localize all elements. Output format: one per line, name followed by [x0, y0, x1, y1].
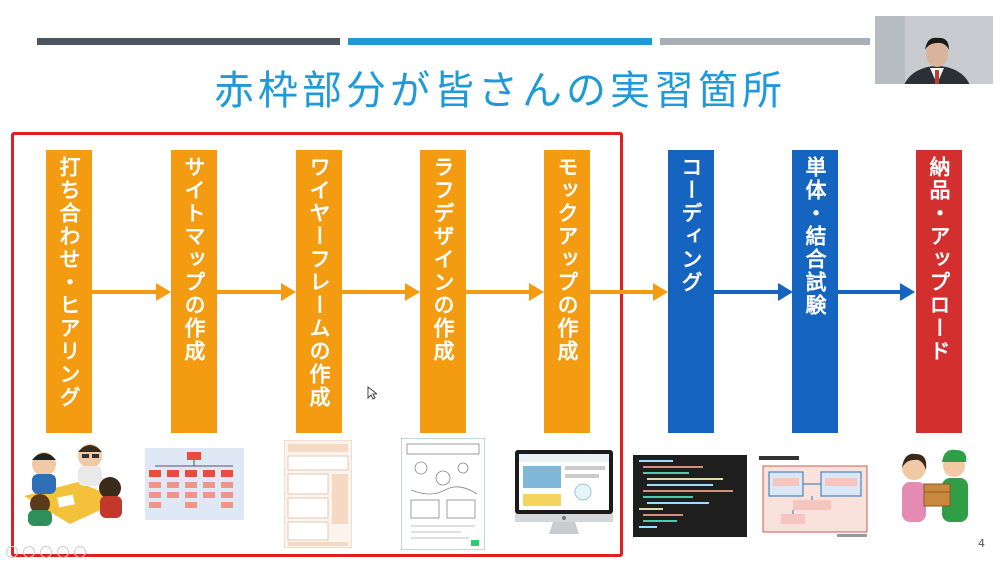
step-label: 納品・アップロード [927, 156, 951, 363]
step-label: 単体・結合試験 [803, 156, 827, 317]
arrow-6 [714, 283, 793, 301]
mockup-monitor-thumbnail [515, 450, 613, 534]
more-icon[interactable] [74, 546, 86, 558]
top-bar-dark [37, 38, 340, 45]
step-label: ワイヤーフレームの作成 [307, 156, 331, 409]
arrow-1 [92, 283, 171, 301]
delivery-illustration [902, 449, 968, 522]
arrow-5 [590, 283, 668, 301]
presenter-icon [875, 16, 993, 84]
arrow-7 [838, 283, 915, 301]
sitemap-thumbnail [145, 448, 244, 520]
next-slide-icon[interactable] [23, 546, 35, 558]
presenter-webcam [875, 16, 993, 84]
mouse-cursor-icon [367, 386, 377, 400]
step-sitemap: サイトマップの作成 [171, 150, 217, 433]
step-wireframe: ワイヤーフレームの作成 [296, 150, 342, 433]
wireframe-thumbnail [284, 440, 352, 548]
step-hearing: 打ち合わせ・ヒアリング [46, 150, 92, 433]
step-mockup: モックアップの作成 [544, 150, 590, 433]
arrow-2 [216, 283, 296, 301]
page-number: 4 [978, 537, 985, 550]
prev-slide-icon[interactable] [6, 546, 18, 558]
test-diagram-thumbnail [757, 454, 871, 540]
step-label: 打ち合わせ・ヒアリング [57, 156, 81, 409]
step-label: サイトマップの作成 [182, 156, 206, 363]
step-label: ラフデザインの作成 [431, 156, 455, 363]
step-rough-design: ラフデザインの作成 [420, 150, 466, 433]
rough-design-thumbnail [401, 438, 485, 550]
code-editor-thumbnail [633, 455, 747, 537]
step-delivery: 納品・アップロード [916, 150, 962, 433]
step-coding: コーディング [668, 150, 714, 433]
practicum-area-frame [11, 132, 623, 557]
zoom-icon[interactable] [57, 546, 69, 558]
step-label: コーディング [679, 156, 703, 294]
arrow-3 [341, 283, 420, 301]
slide-title: 赤枠部分が皆さんの実習箇所 [214, 68, 786, 114]
top-bar-blue [348, 38, 652, 45]
step-testing: 単体・結合試験 [792, 150, 838, 433]
meeting-illustration [24, 444, 122, 526]
arrow-4 [465, 283, 544, 301]
step-label: モックアップの作成 [555, 156, 579, 363]
pen-icon[interactable] [40, 546, 52, 558]
top-bar-gray [660, 38, 870, 45]
slide-controls[interactable] [6, 546, 86, 558]
